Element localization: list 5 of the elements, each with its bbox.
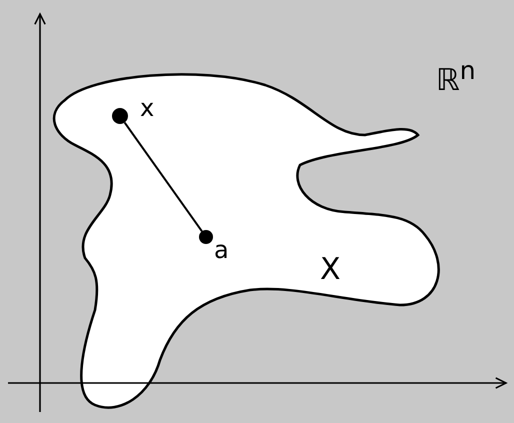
space-label: ℝ$^{n}$ (436, 58, 476, 96)
point-label: x (140, 96, 154, 120)
point-label: a (214, 238, 229, 262)
set-label: X (320, 255, 341, 285)
line-segment (124, 122, 203, 232)
